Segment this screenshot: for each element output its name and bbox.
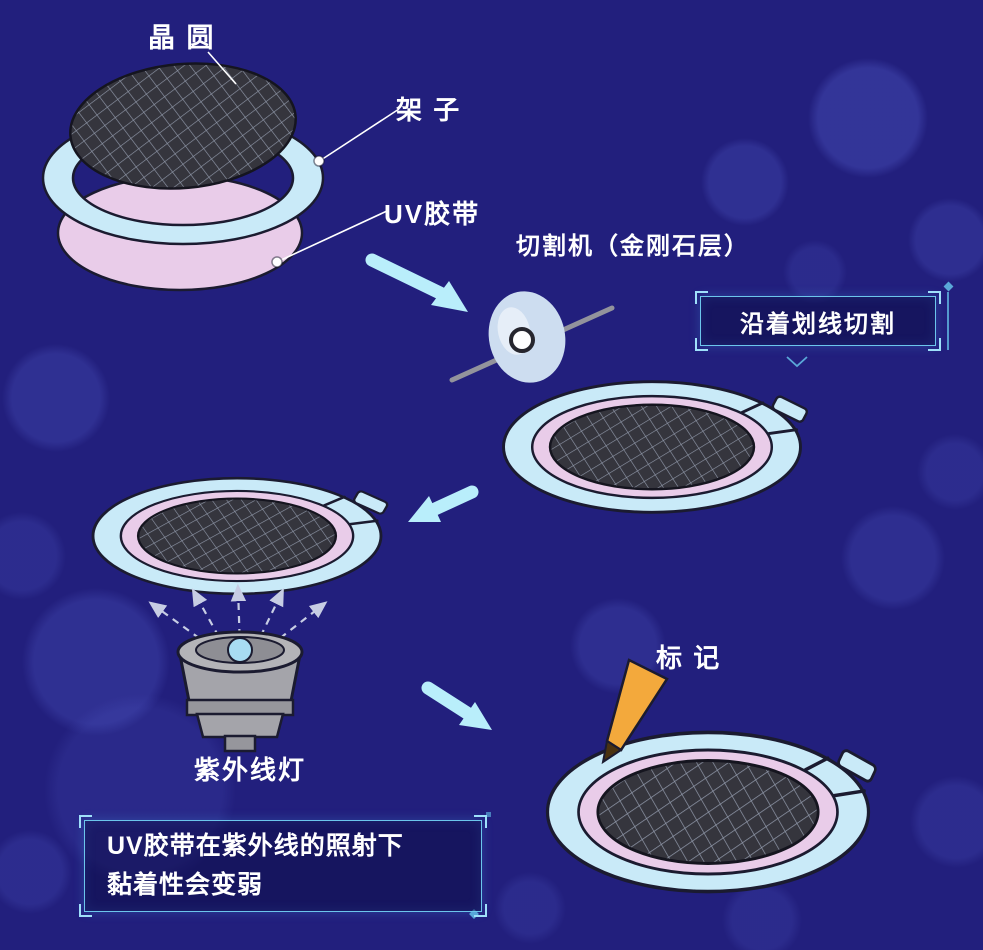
uv-tape-pointer-dot [271, 256, 283, 268]
flow-arrow-1 [365, 253, 468, 312]
arrow-head [408, 496, 441, 522]
lamp-base [195, 712, 285, 739]
lamp-lens [227, 637, 253, 663]
arrow-head [431, 281, 468, 312]
wafer-frame-tape-assembly [41, 62, 325, 292]
callout-pointers [207, 51, 400, 268]
ornament-diamond [943, 281, 954, 292]
blade-hub [509, 327, 535, 353]
wafer-marking [545, 730, 879, 894]
corner-ornament [474, 815, 487, 828]
uv-tape-label: UV胶带 [384, 199, 481, 229]
uv-note-line1: UV胶带在紫外线的照射下 [107, 832, 404, 861]
corner-ornament [79, 815, 92, 828]
arrow-shaft [428, 485, 479, 516]
arrow-shaft [421, 681, 474, 720]
cut-along-scribe-text: 沿着划线切割 [740, 310, 896, 338]
uv-ray [254, 588, 284, 649]
corner-ornament [928, 338, 941, 351]
arrow-shaft [365, 253, 447, 300]
flow-arrow-3 [421, 681, 492, 730]
lamp-stem [223, 734, 257, 753]
corner-ornament [695, 291, 708, 304]
uv-lamp [176, 630, 304, 753]
frame-pointer-dot [313, 155, 325, 167]
uv-note-text: UV胶带在紫外线的照射下 黏着性会变弱 [107, 827, 404, 905]
uv-rays [148, 583, 328, 650]
dicing-machine-label: 切割机（金刚石层） [516, 233, 750, 260]
wafer-disc [69, 62, 297, 190]
wafer-under-uv [91, 476, 390, 596]
uv-tape-pointer-line [278, 210, 388, 262]
ornament-chevron [786, 356, 808, 368]
ornament-square [486, 812, 491, 817]
pen-tip [601, 739, 623, 765]
frame-label: 架 子 [396, 95, 462, 125]
dicing-blade [449, 291, 615, 383]
wafer-after-dicing [502, 380, 810, 514]
uv-note-box: UV胶带在紫外线的照射下 黏着性会变弱 [79, 815, 487, 917]
corner-ornament [695, 338, 708, 351]
marking-pen [601, 658, 669, 765]
corner-ornament [928, 291, 941, 304]
uv-ray [191, 588, 226, 649]
uv-ray [230, 583, 247, 650]
wafer-pointer-line [207, 51, 237, 85]
uv-ray [269, 601, 328, 647]
corner-ornament [474, 904, 487, 917]
frame-pointer-line [320, 108, 400, 161]
marking-label: 标 记 [656, 643, 722, 673]
flow-arrow-2 [408, 485, 479, 522]
corner-ornament [79, 904, 92, 917]
uv-note-line2: 黏着性会变弱 [107, 871, 264, 899]
wafer-label: 晶 圆 [148, 23, 216, 53]
cut-along-scribe-box: 沿着划线切割 [695, 291, 941, 351]
uv-lamp-label: 紫外线灯 [194, 755, 307, 785]
arrow-head [459, 702, 492, 730]
